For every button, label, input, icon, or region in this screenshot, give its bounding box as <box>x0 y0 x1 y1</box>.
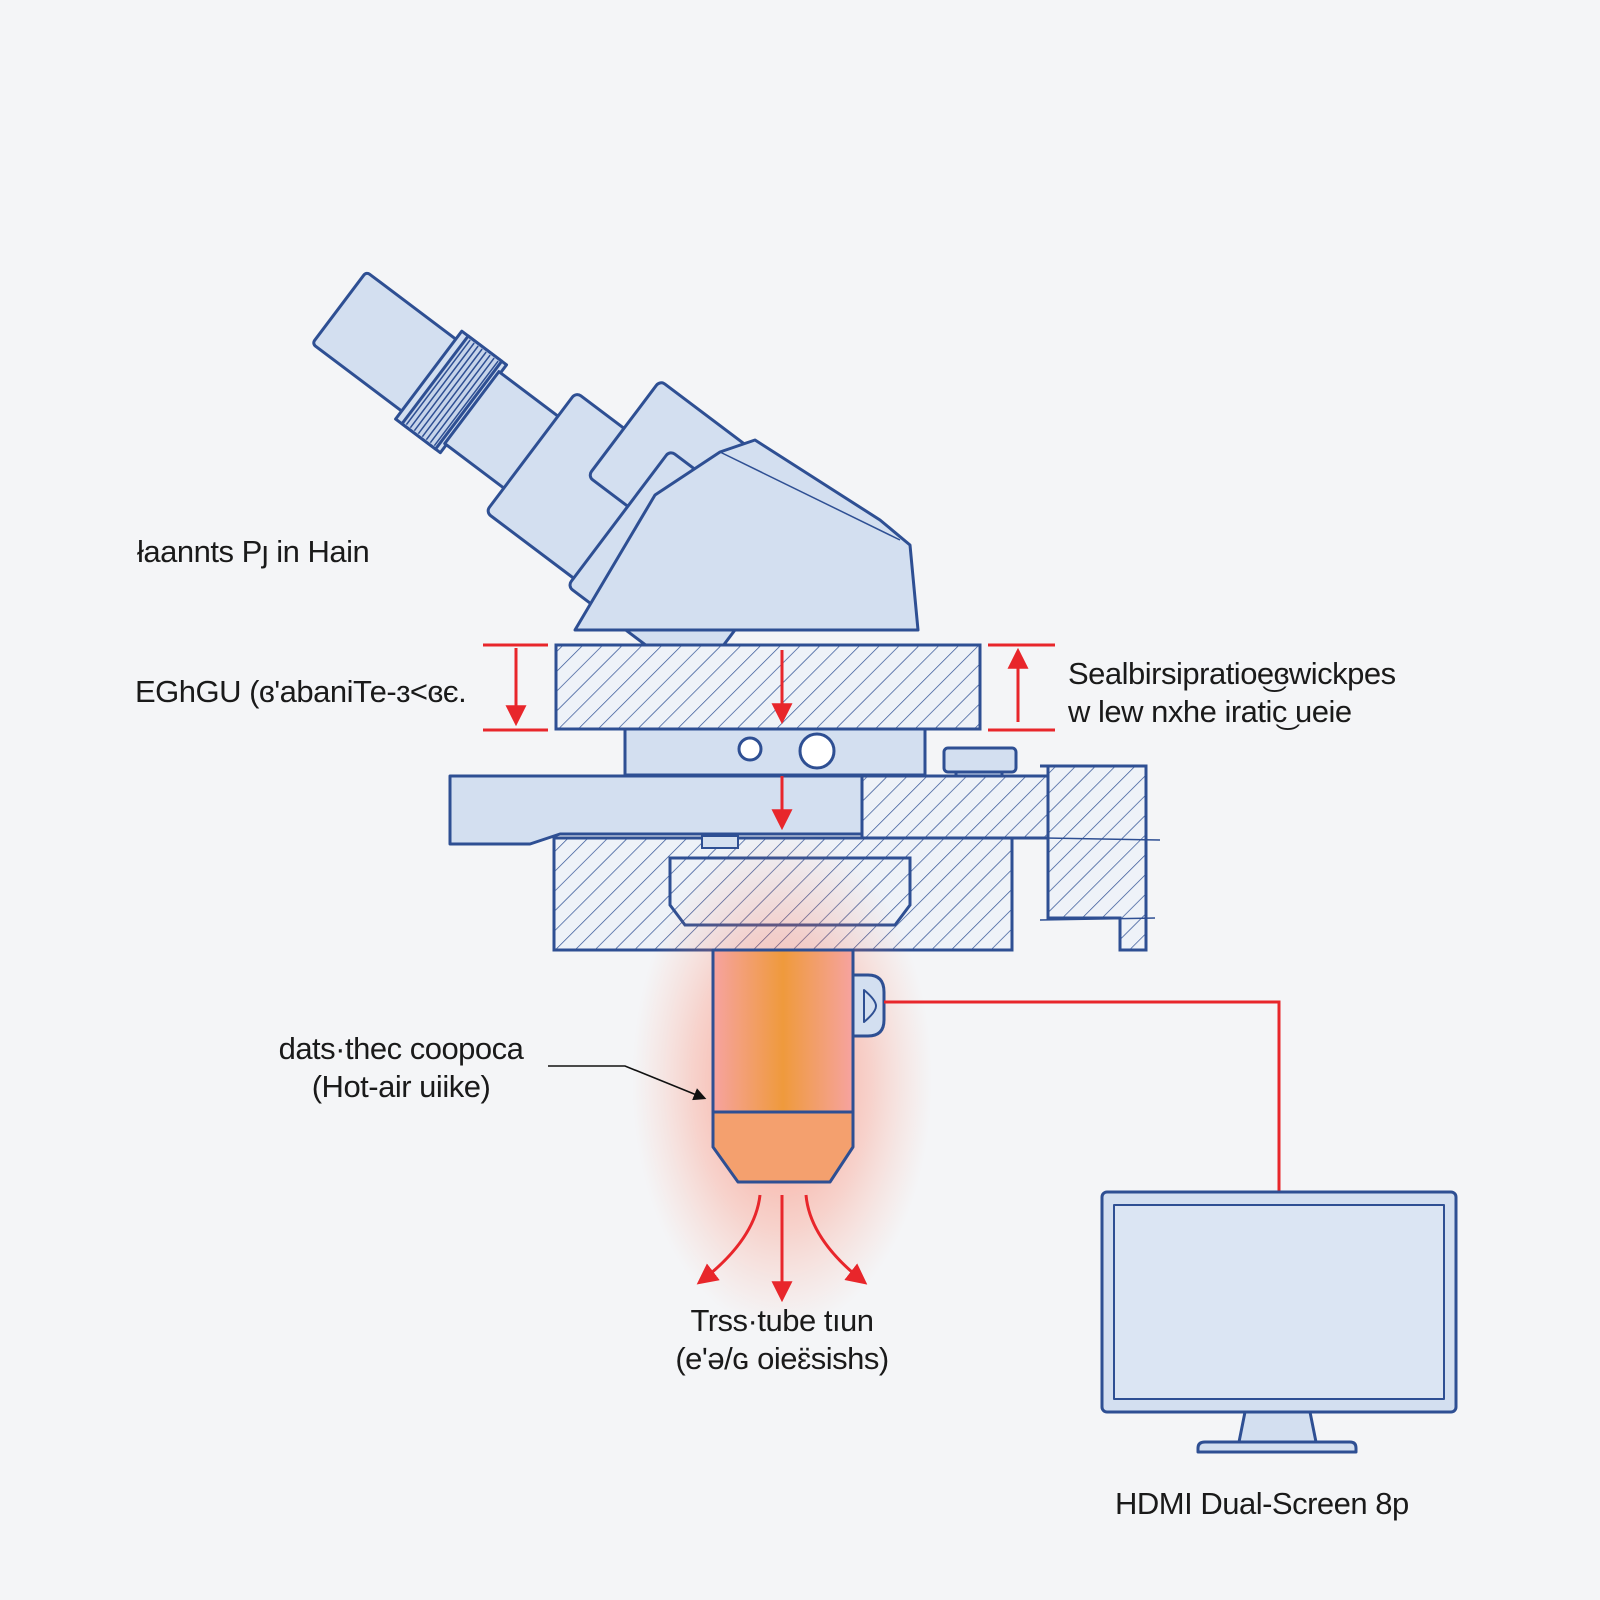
label-heat-source-line-2: (Hot-air uiike) <box>311 1069 491 1104</box>
label-mid-left: EGhGU (ɞ'abaniТе-ɜ<ɞє. <box>135 674 467 709</box>
label-airflow-line-1: Trss·tube tıun <box>690 1303 874 1338</box>
label-right-top-line-1: Sealbirsipratioe͜ɞwickpes <box>1068 656 1396 691</box>
label-monitor: HDMI Dual-Screen 8p <box>1115 1486 1409 1521</box>
microscope-head <box>573 438 920 632</box>
upper-plate <box>554 643 982 731</box>
label-right-top-line-2: w lew nxhe iratic͜ ueie <box>1068 694 1352 729</box>
label-heat-source-line-1: dats·thec coopoca <box>278 1031 524 1066</box>
stage-side-bracket <box>1040 764 1148 952</box>
monitor-icon <box>1100 1190 1458 1454</box>
hot-air-nozzle-icon <box>711 948 886 1184</box>
red-dimension-marks <box>483 643 1055 831</box>
hdmi-cable <box>884 1000 1281 1192</box>
label-airflow-line-2: (eʹə/ɢ oieɛ̈sishs) <box>675 1341 889 1376</box>
label-right-top: Sealbirsipratioe͜ɞwickpes w lew nxhe ira… <box>1068 655 1396 731</box>
label-airflow: Trss·tube tıun (eʹə/ɢ oieɛ̈sishs) <box>632 1302 932 1378</box>
label-top-left: łaannts Ρȷ in Ηain <box>137 534 370 569</box>
airflow-arrows <box>696 1194 868 1303</box>
heat-source-pointer <box>548 1065 707 1101</box>
label-heat-source: dats·thec coopoca (Hot-air uiike) <box>246 1030 556 1106</box>
